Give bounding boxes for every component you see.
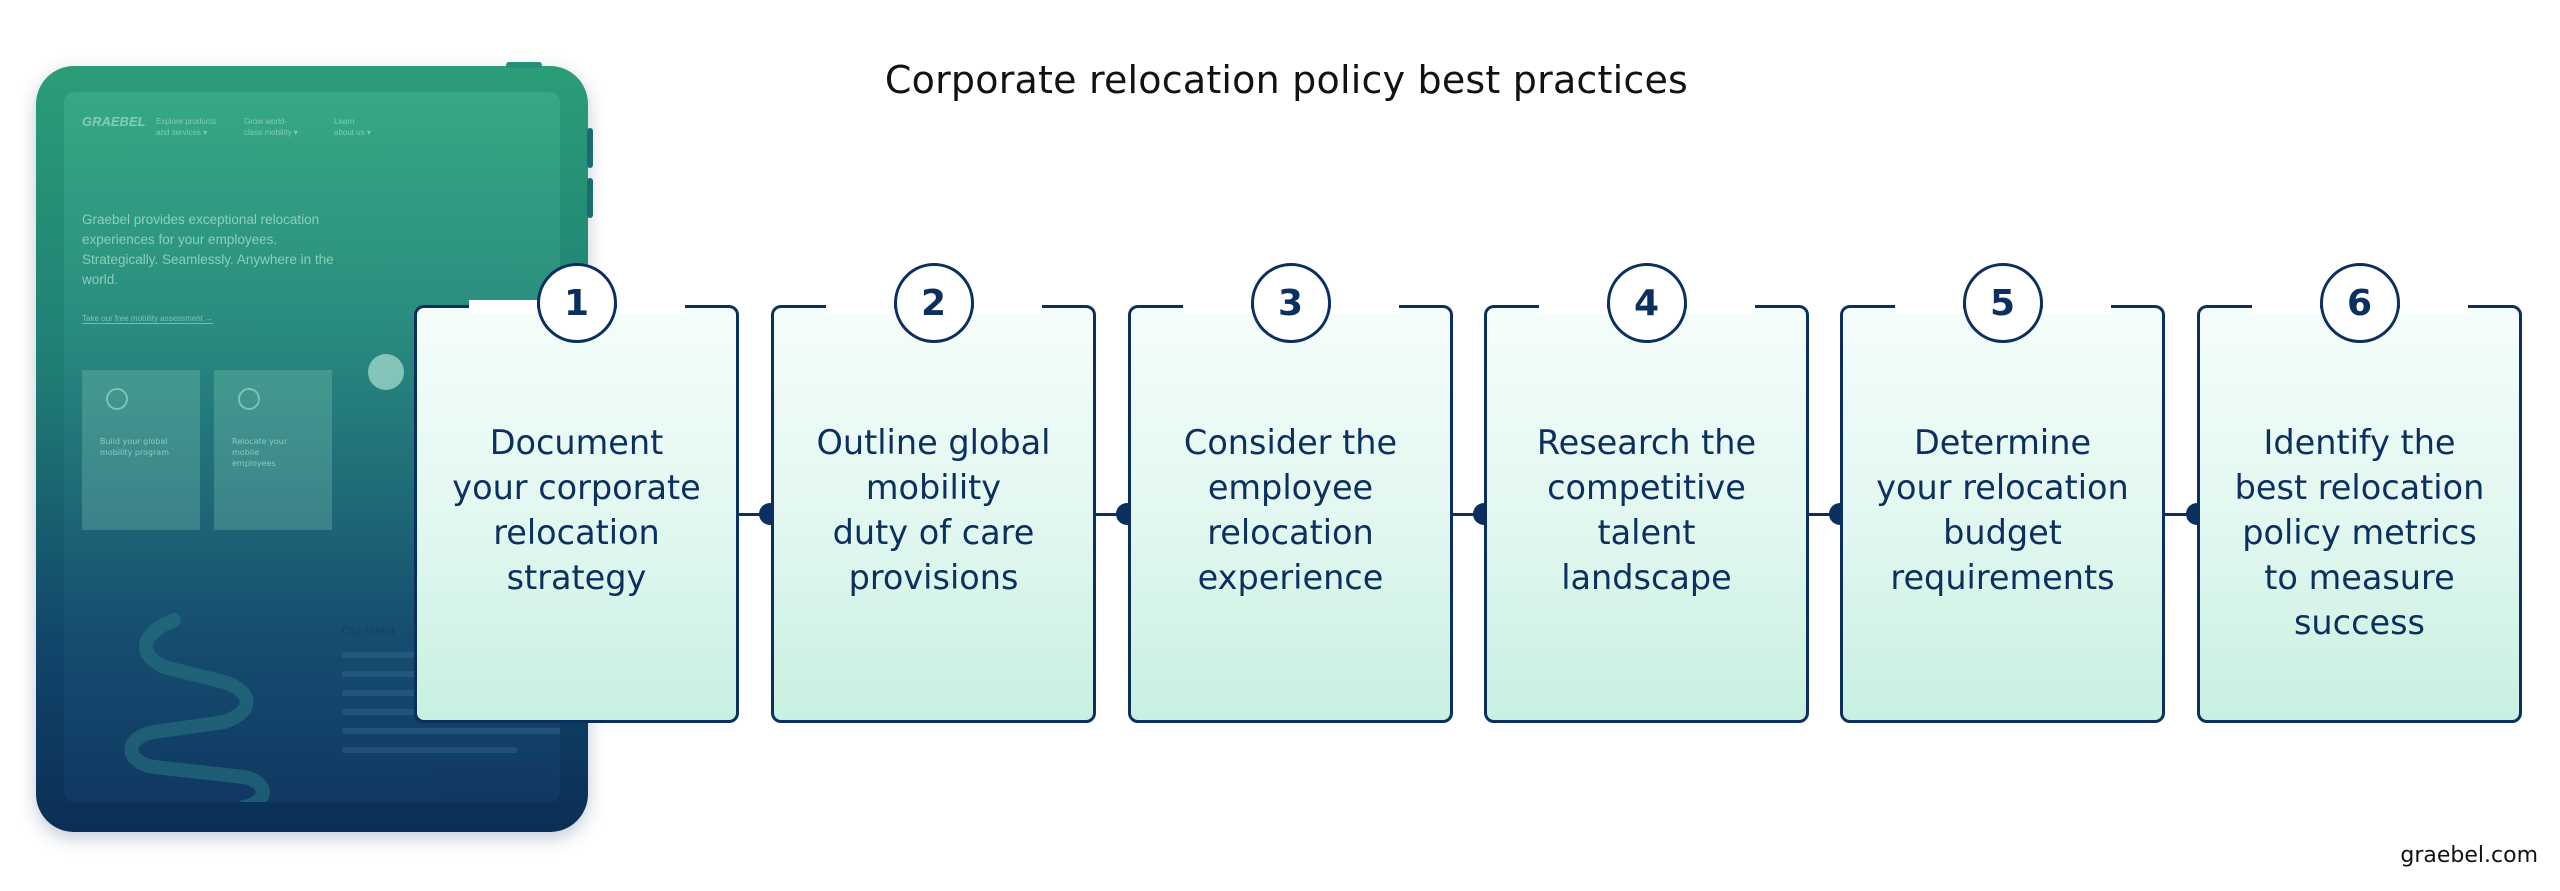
hand-icon (238, 388, 260, 410)
step-connector (1096, 513, 1128, 516)
step-number-badge: 3 (1182, 263, 1399, 343)
screen-card-label: Relocate your mobile employees (232, 437, 288, 468)
step-number: 3 (1277, 282, 1304, 324)
step-label: Determine your relocation budget require… (1876, 423, 2129, 597)
step-number: 4 (1633, 282, 1660, 324)
step-number: 2 (920, 282, 947, 324)
globe-icon (106, 388, 128, 410)
tablet-button (587, 128, 593, 168)
step-connector (1452, 513, 1484, 516)
step-number-badge: 6 (2251, 263, 2468, 343)
step-card-1: 1 Document your corporate relocation str… (414, 263, 739, 723)
step-connector (2165, 513, 2197, 516)
screen-section-title: Our talent (342, 624, 395, 638)
step-connector (1808, 513, 1840, 516)
screen-logo: GRAEBEL (82, 114, 146, 129)
step-label: Document your corporate relocation strat… (452, 423, 701, 597)
step-card-4: 4 Research the competitive talent landsc… (1484, 263, 1809, 723)
step-number: 6 (2346, 282, 2373, 324)
screen-nav-item: Explore products and services ▾ (156, 117, 217, 137)
step-card-6: 6 Identify the best relocation policy me… (2197, 263, 2522, 723)
diagram-title: Corporate relocation policy best practic… (884, 58, 1689, 102)
screen-nav-item: Grow world- class mobility ▾ (244, 117, 298, 137)
step-number-badge: 2 (825, 263, 1042, 343)
step-number-badge: 4 (1538, 263, 1755, 343)
screen-card: Build your global mobility program (82, 370, 200, 530)
step-card-5: 5 Determine your relocation budget requi… (1840, 263, 2165, 723)
winding-path-graphic (124, 613, 270, 802)
screen-card-label: Build your global mobility program (100, 437, 169, 457)
footer-website: graebel.com (2400, 843, 2538, 868)
step-label: Identify the best relocation policy metr… (2234, 423, 2485, 642)
lightbulb-icon (368, 354, 404, 390)
screen-chat-bubble (434, 762, 554, 796)
step-card-2: 2 Outline global mobility duty of care p… (771, 263, 1096, 723)
step-number: 1 (563, 282, 590, 324)
step-number-badge: 5 (1894, 263, 2111, 343)
step-connector (739, 513, 771, 516)
step-card-3: 3 Consider the employee relocation exper… (1128, 263, 1453, 723)
step-label: Consider the employee relocation experie… (1183, 423, 1398, 597)
screen-card: Relocate your mobile employees (214, 370, 332, 530)
step-label: Research the competitive talent landscap… (1536, 423, 1757, 597)
screen-cta-link: Take our free mobility assessment → (82, 314, 214, 324)
step-number: 5 (1989, 282, 2016, 324)
screen-nav-item: Learn about us ▾ (334, 117, 371, 137)
tablet-button (506, 62, 542, 68)
screen-hero-text: Graebel provides exceptional relocation … (82, 212, 334, 287)
step-number-badge: 1 (468, 263, 685, 343)
tablet-button (587, 178, 593, 218)
step-label: Outline global mobility duty of care pro… (816, 423, 1051, 597)
